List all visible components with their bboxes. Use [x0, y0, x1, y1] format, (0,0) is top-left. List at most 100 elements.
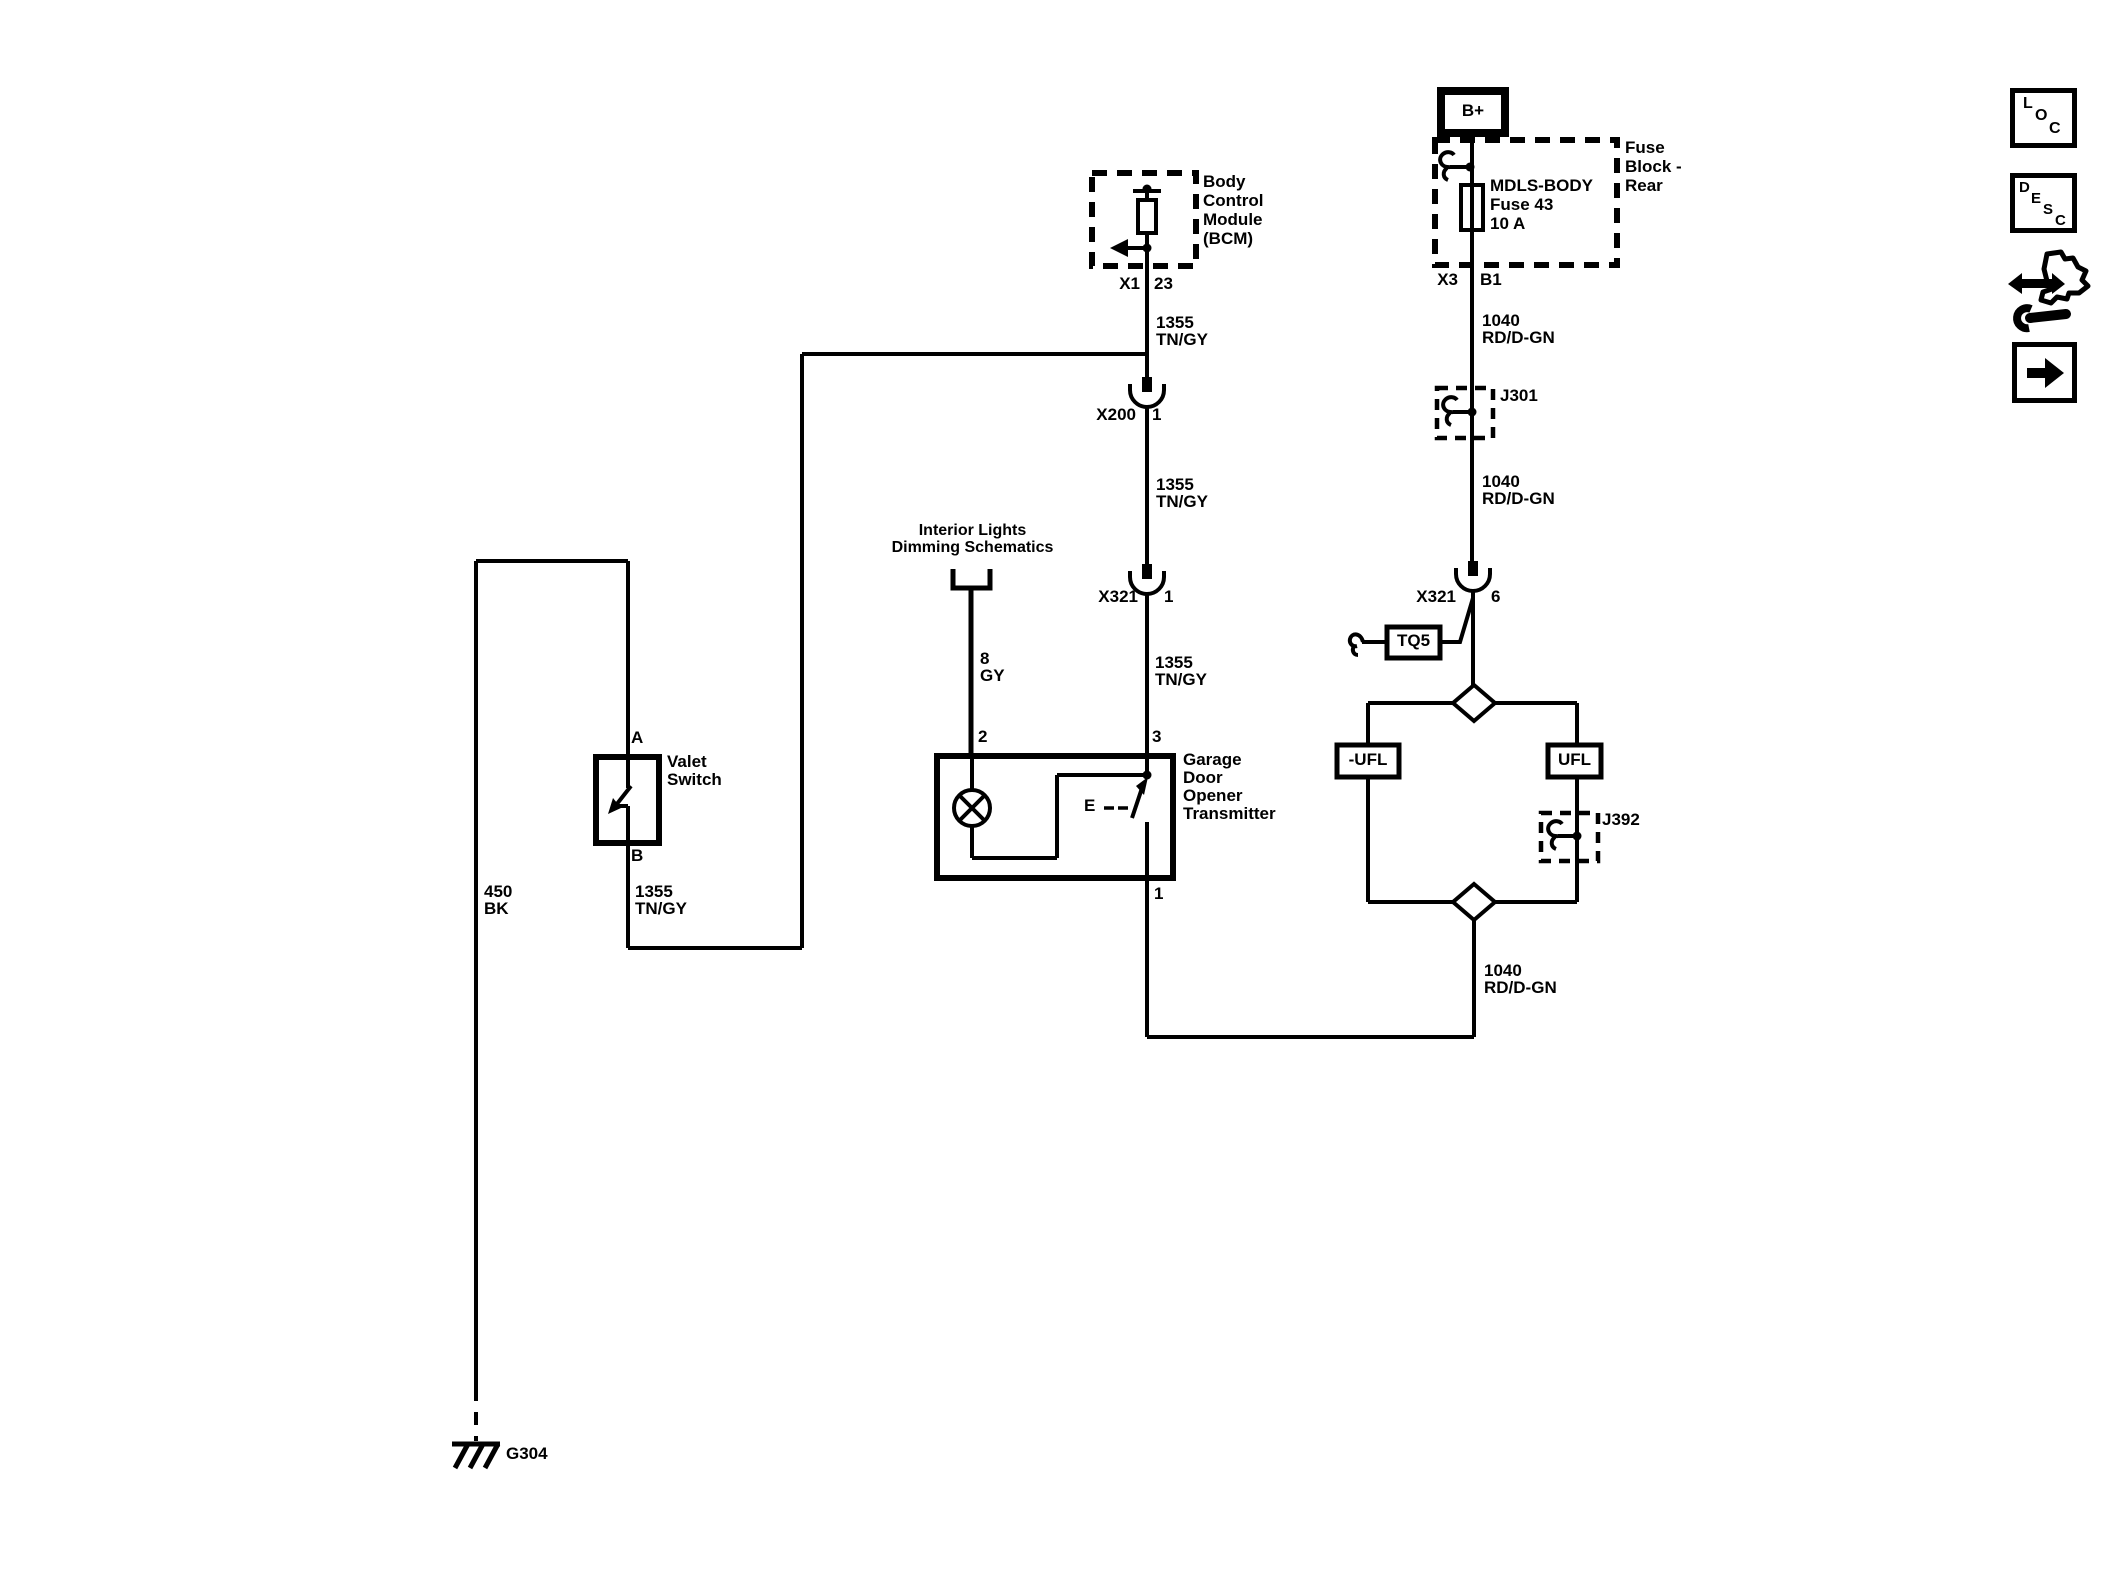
loc-letter: L	[2023, 95, 2033, 112]
wire-color: TN/GY	[1156, 330, 1208, 349]
valet-pin-b-label: B	[631, 846, 644, 865]
splice-j301-box	[1434, 385, 1496, 441]
bcm-title-line: Body	[1203, 172, 1246, 191]
circuit-number: 1040	[1482, 472, 1520, 491]
ground-symbol-g304	[452, 1441, 501, 1470]
ufl-left-label: -UFL	[1348, 750, 1388, 769]
fuse-label-line: MDLS-BODY	[1490, 176, 1593, 195]
fuse-block-connector-label: X3	[1437, 270, 1458, 289]
valet-switch-blade	[608, 784, 633, 814]
gdo-internal-wiring	[970, 756, 1149, 860]
next-page-button[interactable]	[2012, 342, 2077, 403]
garage-door-opener-box	[934, 753, 1176, 881]
fuse-43-symbol	[1459, 183, 1485, 232]
connector-x321-left-label: X321	[1098, 587, 1138, 606]
bcm-title: Body Control Module (BCM)	[1203, 172, 1263, 248]
loc-letter: O	[2035, 107, 2048, 124]
right-arrow-icon	[2027, 358, 2064, 388]
ufl-right-option-box	[1545, 742, 1604, 780]
connector-x200-label: X200	[1096, 405, 1136, 424]
wire-1355-main	[476, 233, 1149, 950]
wire-color: TN/GY	[1156, 492, 1208, 511]
fuse-label-line: 10 A	[1490, 214, 1526, 233]
desc-letter: S	[2043, 201, 2054, 218]
gdo-pin1-label: 1	[1154, 884, 1164, 903]
connector-x200-symbol	[1128, 377, 1166, 409]
gdo-title: Garage Door Opener Transmitter	[1183, 751, 1276, 823]
valet-pin-a-label: A	[631, 728, 644, 747]
fuse-block-title-line: Rear	[1625, 176, 1663, 195]
gdo-pin2-label: 2	[978, 727, 988, 746]
loc-letter: C	[2049, 120, 2061, 137]
tq5-label: TQ5	[1396, 631, 1431, 650]
valet-title-line: Switch	[667, 770, 722, 789]
circuit-number: 1355	[635, 882, 673, 901]
bcm-title-line: (BCM)	[1203, 229, 1254, 248]
connector-x321-right-symbol	[1454, 561, 1492, 593]
connector-x321-right-pin: 6	[1491, 587, 1501, 606]
wire-label-1040-a: 1040 RD/D-GN	[1482, 312, 1555, 346]
bcm-box	[1089, 170, 1199, 269]
wire-color: TN/GY	[1155, 670, 1207, 689]
bcm-resistor	[1136, 198, 1158, 235]
connector-x321-left-pin: 1	[1164, 587, 1174, 606]
wire-label-1040-c: 1040 RD/D-GN	[1484, 962, 1557, 996]
gdo-pin3-label: 3	[1152, 727, 1162, 746]
desc-letter: D	[2019, 179, 2030, 196]
bplus-box	[1437, 87, 1509, 137]
interior-lights-bracket	[950, 569, 993, 756]
valet-switch-title: Valet Switch	[667, 753, 722, 789]
gdo-title-line: Opener	[1183, 786, 1243, 805]
interior-lights-reference: Interior Lights Dimming Schematics	[850, 522, 1095, 556]
bplus-label: B+	[1461, 101, 1485, 120]
desc-letter: C	[2055, 212, 2066, 229]
circuit-number: 1355	[1156, 313, 1194, 332]
fuse-block-title-line: Block -	[1625, 157, 1682, 176]
wire-label-1355-b: 1355 TN/GY	[1156, 476, 1208, 510]
bcm-driver-symbol	[1110, 184, 1161, 257]
wire-label-450-bk: 450 BK	[484, 883, 512, 917]
wire-label-8-gy: 8 GY	[980, 650, 1005, 684]
reference-line: Dimming Schematics	[891, 539, 1054, 556]
schematic-navigation-button[interactable]	[2002, 245, 2092, 335]
fuse-block-bus-tap	[1438, 150, 1475, 182]
splice-j392-label: J392	[1602, 810, 1640, 829]
splice-j392-symbol	[1546, 819, 1582, 851]
ufl-left-option-box	[1334, 742, 1402, 780]
wire-label-1040-b: 1040 RD/D-GN	[1482, 473, 1555, 507]
wire-label-1355-valet: 1355 TN/GY	[635, 883, 687, 917]
arrows-wrench-icon	[2008, 249, 2091, 333]
circuit-number: 1355	[1155, 653, 1193, 672]
bcm-title-line: Control	[1203, 191, 1264, 210]
bcm-arrow	[1110, 239, 1128, 257]
bcm-pin-label: 23	[1154, 274, 1173, 293]
desc-button[interactable]: D E S C	[2010, 173, 2077, 233]
option-split-diamond-bottom	[1449, 881, 1499, 923]
splice-j301-symbol	[1441, 395, 1477, 427]
bcm-title-line: Module	[1203, 210, 1263, 229]
gdo-switch	[1104, 770, 1152, 1037]
connector-x321-right-label: X321	[1416, 587, 1456, 606]
circuit-number: 8	[980, 649, 990, 668]
valet-title-line: Valet	[667, 752, 707, 771]
wire-1040-main	[1147, 133, 1476, 1039]
gdo-lamp	[952, 756, 992, 828]
splice-j301-label: J301	[1500, 386, 1538, 405]
ufl-right-label: UFL	[1557, 750, 1592, 769]
connector-x321-left-symbol	[1128, 564, 1166, 596]
desc-letter: E	[2031, 190, 2042, 207]
wire-color: RD/D-GN	[1482, 328, 1555, 347]
wire-color: BK	[484, 899, 509, 918]
reference-line: Interior Lights	[918, 522, 1027, 539]
tq5-wiring	[1347, 597, 1475, 657]
loc-button[interactable]: L O C	[2010, 88, 2077, 148]
wire-label-1355-a: 1355 TN/GY	[1156, 314, 1208, 348]
fuse-label-line: Fuse 43	[1490, 195, 1554, 214]
valet-switch-box	[593, 754, 662, 846]
option-split-diamond-top	[1449, 682, 1499, 724]
gdo-switch-label: E	[1084, 796, 1096, 815]
circuit-number: 1040	[1484, 961, 1522, 980]
splice-j392-box	[1538, 810, 1601, 864]
